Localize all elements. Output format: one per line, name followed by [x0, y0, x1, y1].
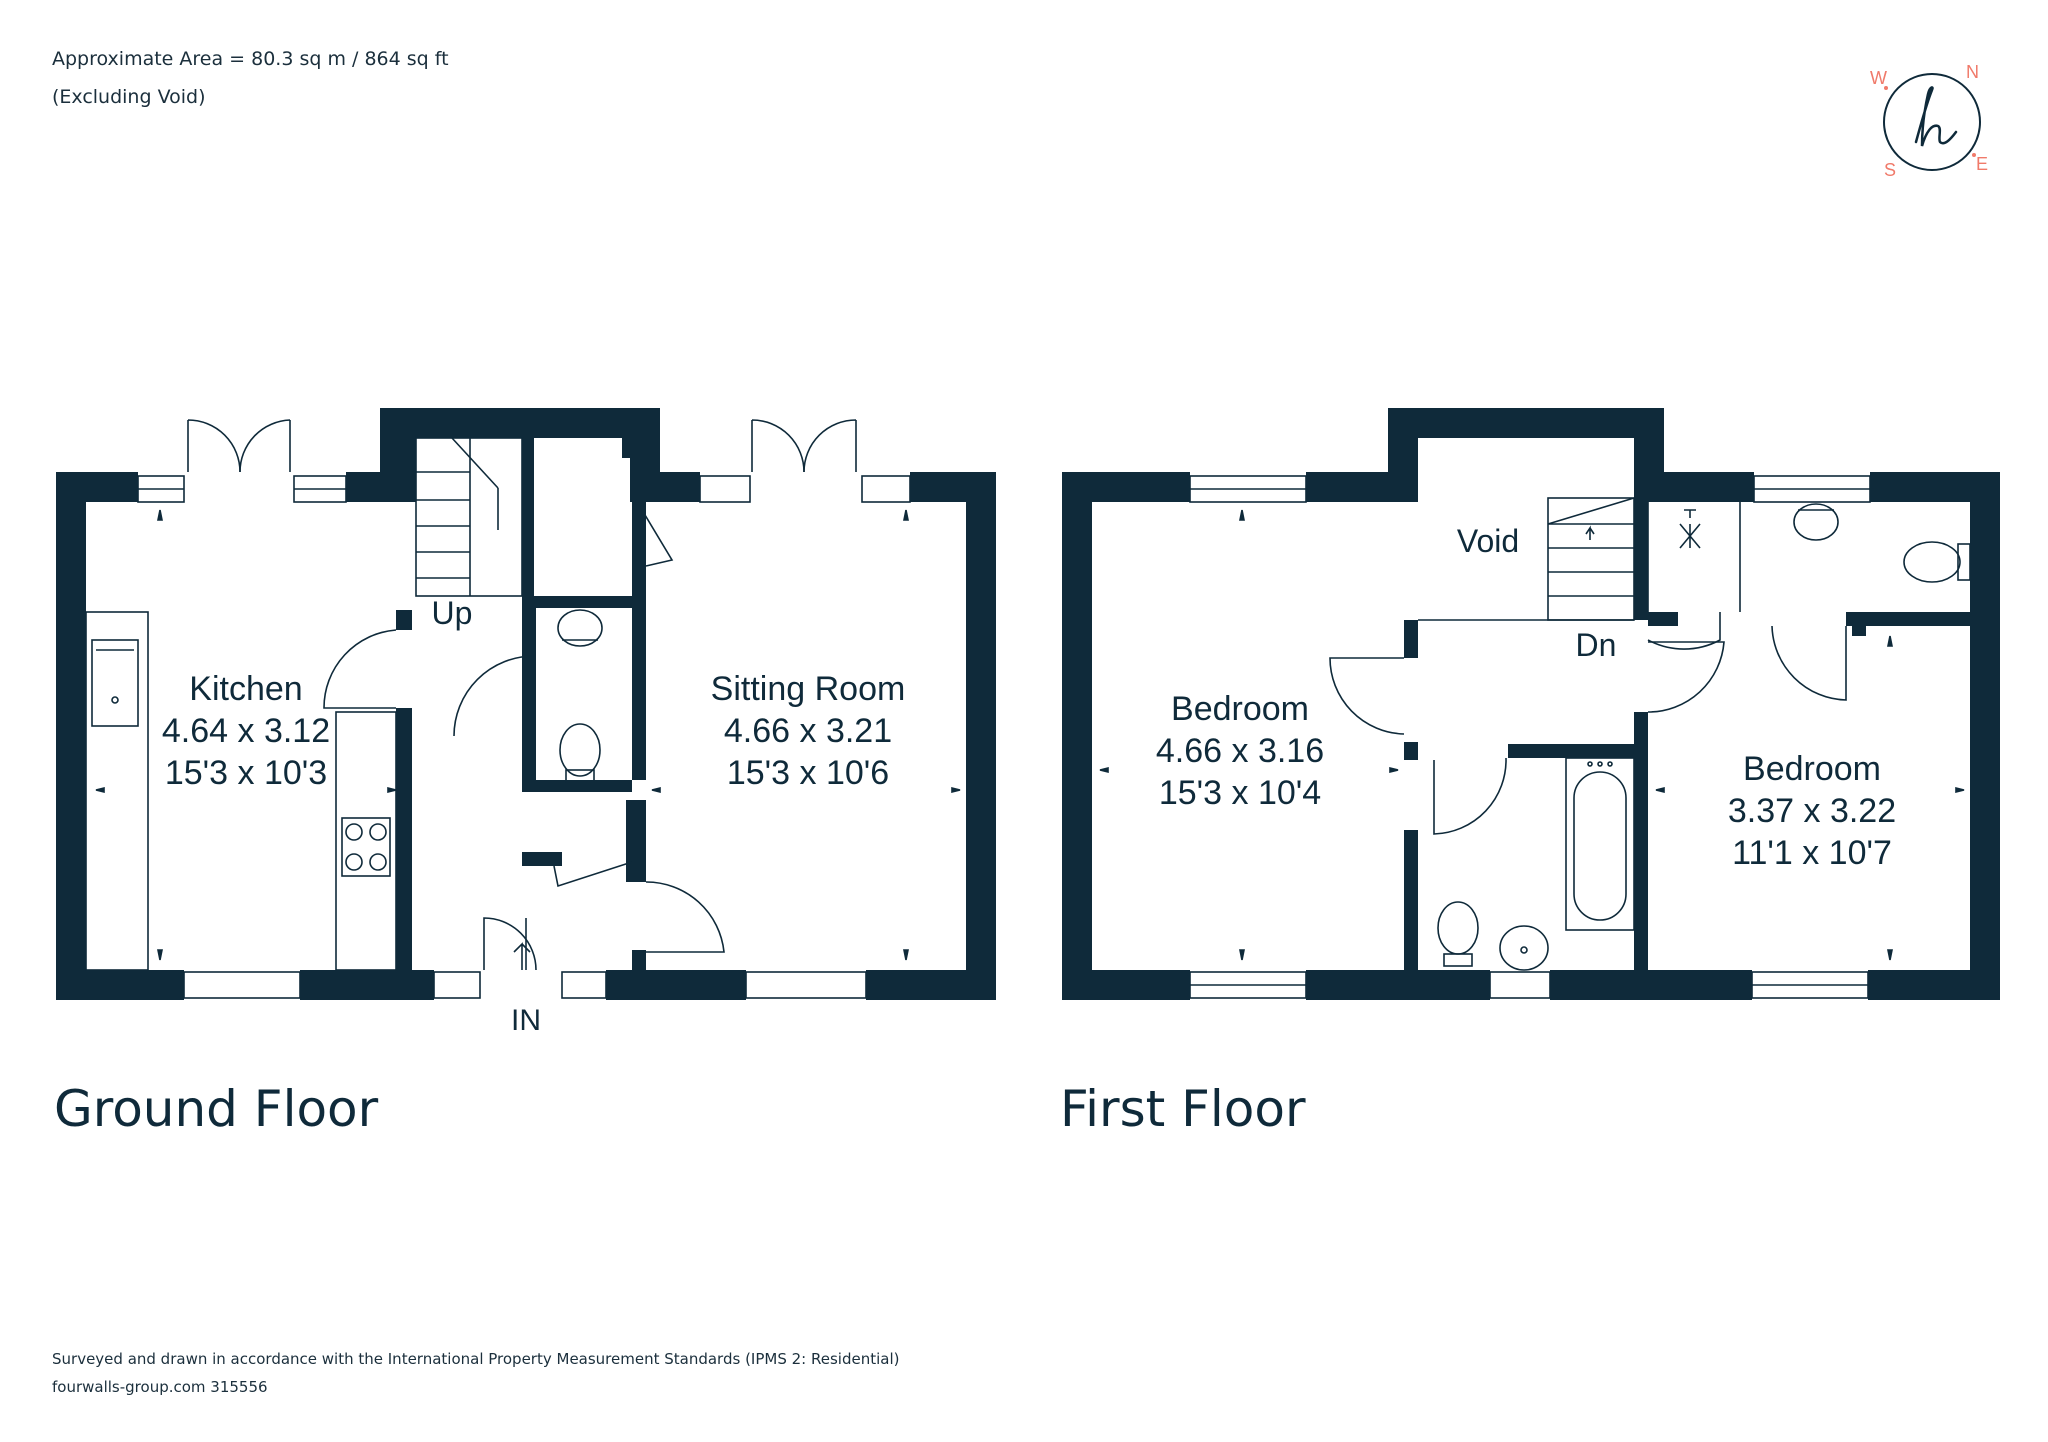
sitting-room-name: Sitting Room	[711, 670, 906, 708]
compass-s: S	[1884, 160, 1896, 180]
first-floor-lines	[1099, 475, 1971, 999]
kitchen-metric: 4.64 x 3.12	[162, 712, 330, 750]
bedroom-1-name: Bedroom	[1171, 690, 1309, 728]
stairs-up-label: Up	[432, 595, 473, 631]
logo-h-icon	[1914, 86, 1958, 147]
ground-floor-lines	[85, 419, 961, 999]
bedroom-1-imperial: 15'3 x 10'4	[1159, 774, 1321, 812]
approximate-area: Approximate Area = 80.3 sq m / 864 sq ft	[52, 48, 449, 70]
ground-floor-walls	[56, 408, 996, 1000]
compass-e: E	[1976, 154, 1988, 174]
compass-n: N	[1966, 62, 1979, 82]
ground-floor-title: Ground Floor	[54, 1080, 379, 1138]
stairs-down-label: Dn	[1576, 627, 1617, 663]
entrance-label: IN	[511, 1004, 541, 1037]
reference-note: fourwalls-group.com 315556	[52, 1378, 268, 1396]
standards-note: Surveyed and drawn in accordance with th…	[52, 1350, 900, 1368]
area-note: (Excluding Void)	[52, 86, 206, 108]
bedroom-2-name: Bedroom	[1743, 750, 1881, 788]
compass-w: W	[1870, 68, 1887, 88]
bedroom-2-metric: 3.37 x 3.22	[1728, 792, 1896, 830]
first-floor-title: First Floor	[1060, 1080, 1306, 1138]
bedroom-1-metric: 4.66 x 3.16	[1156, 732, 1324, 770]
first-floor-walls	[1062, 408, 2000, 1000]
bedroom-2-imperial: 11'1 x 10'7	[1732, 834, 1892, 872]
kitchen-name: Kitchen	[189, 670, 302, 708]
void-label: Void	[1457, 523, 1519, 559]
compass-ring-icon	[1883, 73, 1981, 171]
sitting-room-metric: 4.66 x 3.21	[724, 712, 892, 750]
kitchen-imperial: 15'3 x 10'3	[165, 754, 327, 792]
compass-logo: W N E S	[1870, 62, 1988, 180]
sitting-room-imperial: 15'3 x 10'6	[727, 754, 889, 792]
